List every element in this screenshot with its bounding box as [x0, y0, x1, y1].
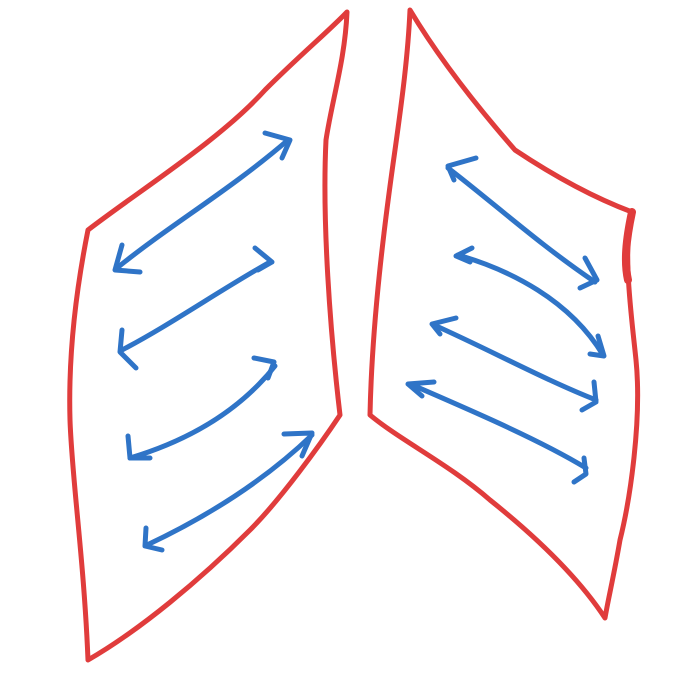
right-arrow-3-head-end: [579, 379, 599, 413]
left-arrow-1-shaft: [114, 137, 291, 271]
left-arrow-1-head-start: [112, 242, 143, 275]
right-arrows: [405, 155, 607, 485]
left-arrow-3-head-start: [125, 433, 153, 461]
left-arrow-2-head-start: [117, 327, 139, 371]
left-arrow-2: [117, 245, 275, 371]
left-arrow-3-head-end: [251, 355, 277, 381]
right-panel: [367, 7, 641, 621]
right-arrow-1-head-start: [445, 155, 479, 183]
left-arrow-4-head-start: [142, 525, 165, 553]
right-panel-outline-thick-edge: [621, 208, 636, 284]
left-arrow-2-shaft: [119, 259, 273, 353]
right-arrow-3-head-start: [429, 315, 459, 337]
right-arrow-2-head-start: [453, 245, 475, 265]
right-arrow-3: [429, 315, 599, 413]
right-arrow-4-head-start: [405, 379, 437, 399]
left-arrow-1-head-end: [262, 130, 293, 161]
left-arrows: [112, 130, 315, 553]
left-arrow-3: [125, 355, 278, 461]
right-arrow-1-shaft: [445, 165, 598, 285]
right-arrow-4-shaft: [407, 381, 589, 471]
right-arrow-1-head-end: [577, 255, 600, 291]
right-arrow-2-shaft: [455, 252, 606, 358]
right-arrow-2-head-end: [587, 333, 607, 359]
left-arrow-3-shaft: [127, 363, 278, 461]
left-arrow-1: [112, 130, 293, 275]
left-panel: [67, 9, 350, 663]
right-arrow-2: [453, 245, 607, 359]
left-arrow-4-shaft: [144, 432, 315, 548]
left-panel-outline: [67, 9, 350, 663]
right-arrow-1: [445, 155, 600, 291]
right-panel-outline: [367, 7, 641, 621]
left-arrow-4-head-end: [281, 430, 315, 459]
left-arrow-4: [142, 430, 315, 553]
right-arrow-3-shaft: [431, 322, 599, 403]
right-arrow-4: [405, 379, 589, 485]
left-arrow-2-head-end: [252, 245, 275, 273]
right-arrow-4-head-end: [571, 455, 589, 485]
